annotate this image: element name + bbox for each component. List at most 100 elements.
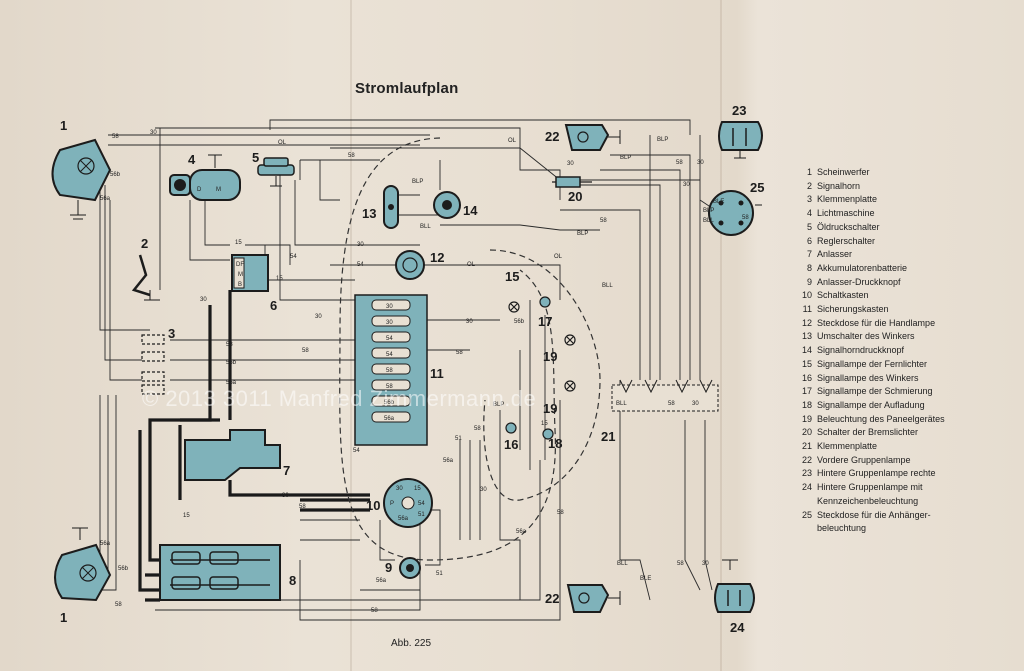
terminal-plate-3 [141, 334, 165, 395]
wire-label: 58 [112, 134, 119, 140]
wire-label: 56a [516, 529, 527, 535]
wire-label: 58 [668, 401, 675, 407]
legend-item-number: 21 [801, 441, 812, 452]
wire-label: 56a [443, 458, 454, 464]
fuse-label: 58 [386, 384, 393, 390]
legend-item: 1 Scheinwerfer [800, 166, 1020, 180]
component-number: 16 [504, 437, 518, 452]
wire-label: 58 [456, 350, 463, 356]
legend-item-text: Signallampe der Schmierung [817, 386, 933, 397]
figure-caption: Abb. 225 [391, 638, 432, 649]
front-group-lamp-top [564, 124, 621, 151]
component-number: 21 [601, 429, 615, 444]
warning-lamps [505, 296, 576, 440]
starter-button [399, 557, 421, 579]
wire-label: 58 [600, 218, 607, 224]
component-numbers: 1 1 2 3 4 5 6 7 8 9 10 11 12 13 14 15 16… [60, 103, 764, 635]
legend-item-number: 18 [801, 399, 812, 410]
wire-label: 58 [348, 153, 355, 159]
legend-item: 24 Hintere Gruppenlampe mit Kennzeichenbe… [800, 481, 1020, 508]
legend-item-text: Signallampe der Fernlichter [817, 358, 928, 369]
switchbox-label: 15 [414, 486, 421, 492]
wire-label: BLP [620, 155, 631, 161]
legend-item-number: 7 [806, 249, 812, 260]
component-number: 2 [141, 236, 148, 251]
wire-label: BLL [616, 401, 627, 407]
legend-item-text: Scheinwerfer [817, 167, 870, 177]
component-number: 22 [545, 591, 559, 606]
legend-item-text: Akkumulatorenbatterie [817, 262, 908, 273]
wire-label: 56b [118, 566, 129, 572]
component-number: 1 [60, 118, 67, 133]
terminal-plate-21 [611, 379, 719, 412]
component-number: 17 [538, 314, 552, 329]
component-number: 1 [60, 610, 67, 625]
headlamp-front-right [54, 527, 112, 602]
fuse-label: 56b [384, 400, 395, 406]
legend-item-text: Hintere Gruppenlampe mit Kennzeichenbele… [817, 482, 923, 506]
signal-horn [131, 254, 160, 301]
paper-fold [720, 0, 722, 671]
legend-item-number: 1 [806, 167, 812, 177]
wire-label: 30 [683, 182, 690, 188]
wire-label: 30 [567, 161, 574, 167]
wire-label: 54 [357, 262, 364, 268]
wire-label: BLE [713, 199, 724, 205]
fuse-label: 54 [386, 336, 393, 342]
wire-label: BLL [617, 561, 628, 567]
wire-label: 56a [376, 578, 387, 584]
component-number: 22 [545, 129, 559, 144]
wire-labels: 30 58 56b 56a 58 OL OL BLP BLL BLP BLP B… [100, 130, 749, 614]
headlamp-front-left [51, 138, 112, 220]
terminal-label: D [197, 187, 202, 193]
wire-label: BLE [640, 576, 651, 582]
terminal-label: M [216, 187, 221, 193]
legend-item-text: Schalter der Bremslichter [817, 427, 919, 438]
legend-item-number: 13 [801, 331, 812, 342]
legend-item-number: 24 [801, 482, 812, 493]
wire-label: 54 [290, 254, 297, 260]
main-cables [138, 290, 370, 602]
fuse-label: 54 [386, 352, 393, 358]
trailer-socket [708, 190, 762, 236]
legend-item-number: 19 [801, 413, 812, 424]
wire-label: 54 [353, 448, 360, 454]
component-number: 4 [188, 152, 196, 167]
legend-item-number: 25 [801, 509, 812, 520]
legend-item-text: Reglerschalter [817, 235, 876, 246]
terminal-label: M [238, 272, 243, 278]
front-group-lamp-bottom [566, 584, 621, 613]
paper-fold [350, 0, 352, 671]
wire-label: 30 [466, 319, 473, 325]
fuse-labels: 30 30 54 54 58 58 56b 56a [384, 304, 395, 422]
switch-box [383, 478, 433, 528]
wire-label: 15 [276, 276, 283, 282]
switchbox-label: 54 [418, 501, 425, 507]
legend-item-text: Signalhorn [817, 180, 861, 191]
horn-button [433, 191, 461, 219]
legend-item-number: 11 [802, 304, 812, 315]
component-number: 13 [362, 206, 376, 221]
wire-label: OL [467, 262, 476, 268]
voltage-regulator [231, 254, 269, 292]
legend-item-number: 22 [801, 454, 812, 465]
component-number: 6 [270, 298, 277, 313]
legend-item-number: 16 [801, 372, 812, 383]
fuse-label: 56a [384, 416, 395, 422]
wire-label: 56b [226, 360, 237, 366]
switchbox-label: P [390, 501, 394, 507]
